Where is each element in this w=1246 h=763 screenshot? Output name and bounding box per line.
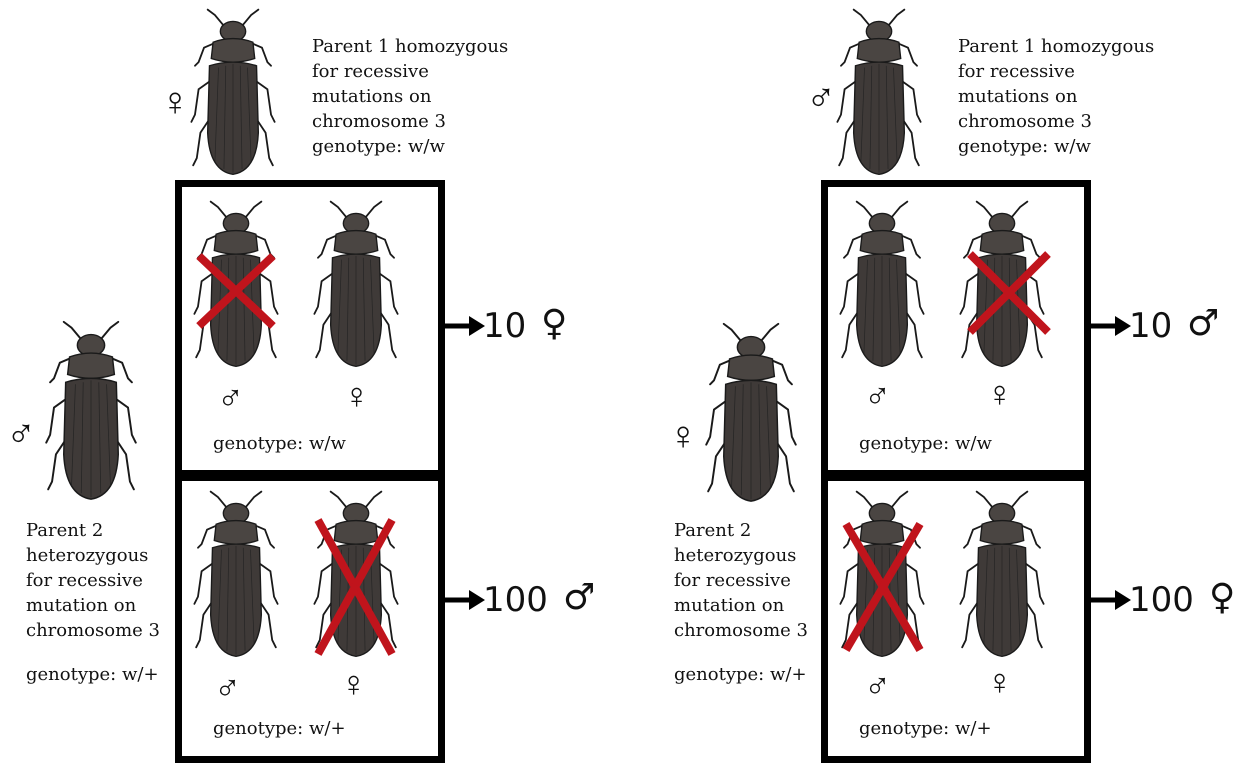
- parent2-text-line: Parent 2: [26, 518, 186, 543]
- parent1-text-line: chromosome 3: [958, 109, 1188, 134]
- parent2-beetle-image: [36, 318, 146, 503]
- box-genotype-label: genotype: w/+: [213, 718, 346, 739]
- box-genotype-label: genotype: w/w: [213, 433, 346, 454]
- offspring-female-beetle: [956, 488, 1048, 660]
- parent2-beetle-image: [696, 320, 806, 505]
- parent2-text-line: chromosome 3: [674, 618, 834, 643]
- offspring-male-symbol: ♂: [864, 378, 891, 414]
- offspring-female-beetle: [310, 198, 402, 370]
- parent2-text-line: mutation on: [26, 593, 186, 618]
- result-sex-symbol: ♂: [1187, 304, 1219, 344]
- parent2-genotype: genotype: w/+: [26, 664, 159, 685]
- parent2-genotype: genotype: w/+: [674, 664, 807, 685]
- lethal-cross-mark: [842, 520, 924, 654]
- parent1-sex-symbol: ♂: [806, 78, 836, 118]
- offspring-male-symbol: ♂: [864, 668, 891, 704]
- offspring-male-symbol: ♂: [217, 380, 244, 416]
- parent1-genotype: genotype: w/w: [958, 134, 1188, 159]
- parent1-beetle-image: [185, 6, 281, 178]
- arrow-icon: [1091, 314, 1133, 338]
- lethal-cross-mark: [314, 516, 396, 658]
- result-sex-symbol: ♂: [563, 578, 595, 618]
- parent1-text-line: mutations on: [312, 84, 542, 109]
- result-sex-symbol: ♀: [541, 304, 567, 344]
- parent2-text-line: mutation on: [674, 593, 834, 618]
- offspring-female-symbol: ♀: [340, 666, 367, 702]
- left-cross-panel: ♀ Parent 1 homozygous for recessive muta…: [0, 0, 623, 763]
- parent1-text-line: chromosome 3: [312, 109, 542, 134]
- parent1-text-line: for recessive: [312, 59, 542, 84]
- offspring-male-beetle: [190, 488, 282, 660]
- offspring-female-symbol: ♀: [986, 664, 1013, 700]
- offspring-male-beetle: [836, 198, 928, 370]
- result-count: 100: [1129, 580, 1194, 620]
- parent2-description: Parent 2 heterozygous for recessive muta…: [26, 518, 186, 643]
- result-sex-symbol: ♀: [1209, 578, 1235, 618]
- parent1-text-line: Parent 1 homozygous: [312, 34, 542, 59]
- parent2-text-line: for recessive: [26, 568, 186, 593]
- parent1-sex-symbol: ♀: [160, 82, 190, 122]
- parent1-genotype: genotype: w/w: [312, 134, 542, 159]
- box-genotype-label: genotype: w/+: [859, 718, 992, 739]
- arrow-icon: [445, 588, 487, 612]
- result-count: 100: [483, 580, 548, 620]
- lethal-cross-mark: [966, 250, 1052, 336]
- result-count: 10: [483, 306, 526, 346]
- offspring-female-symbol: ♀: [986, 376, 1013, 412]
- parent2-description: Parent 2 heterozygous for recessive muta…: [674, 518, 834, 643]
- parent2-sex-symbol: ♂: [6, 414, 36, 454]
- lethal-cross-mark: [195, 252, 277, 330]
- parent1-text-line: Parent 1 homozygous: [958, 34, 1188, 59]
- parent1-text-line: mutations on: [958, 84, 1188, 109]
- parent2-text-line: heterozygous: [674, 543, 834, 568]
- box-genotype-label: genotype: w/w: [859, 433, 992, 454]
- parent2-text-line: heterozygous: [26, 543, 186, 568]
- parent2-text-line: for recessive: [674, 568, 834, 593]
- offspring-male-symbol: ♂: [214, 670, 241, 706]
- parent2-text-line: chromosome 3: [26, 618, 186, 643]
- parent2-sex-symbol: ♀: [668, 416, 698, 456]
- arrow-icon: [445, 314, 487, 338]
- parent2-text-line: Parent 2: [674, 518, 834, 543]
- parent1-beetle-image: [831, 6, 927, 178]
- right-cross-panel: ♂ Parent 1 homozygous for recessive muta…: [646, 0, 1246, 763]
- result-count: 10: [1129, 306, 1172, 346]
- parent1-description: Parent 1 homozygous for recessive mutati…: [958, 34, 1188, 159]
- arrow-icon: [1091, 588, 1133, 612]
- offspring-female-symbol: ♀: [343, 378, 370, 414]
- parent1-text-line: for recessive: [958, 59, 1188, 84]
- parent1-description: Parent 1 homozygous for recessive mutati…: [312, 34, 542, 159]
